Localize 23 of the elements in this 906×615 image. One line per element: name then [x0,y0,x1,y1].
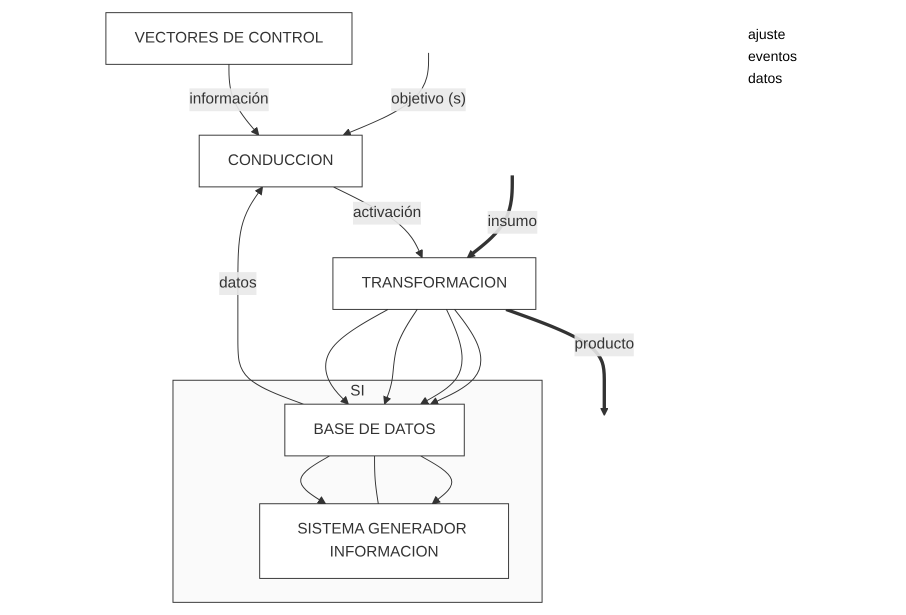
node-box: SISTEMA GENERADOR INFORMACION [259,503,510,579]
note-text: ajuste [748,26,786,42]
node-box: CONDUCCION [198,134,363,188]
arrow [325,308,388,405]
note-text: eventos [748,48,798,64]
arrow [332,186,423,258]
edge-label: datos [219,274,257,292]
edge-label: producto [574,336,634,352]
arrow [237,186,304,405]
connector [374,455,379,504]
node-box: VECTORES DE CONTROL [105,12,352,65]
note-text: datos [748,70,784,86]
edge-label: información [189,91,269,108]
edge-label: objetivo (s) [391,91,466,108]
arrow [300,455,330,504]
arrow [420,455,452,504]
arrow [383,308,418,405]
arrow [430,308,482,405]
edge-label: activación [353,204,422,221]
edge-label: insumo [488,214,537,230]
node-box: BASE DE DATOS [284,404,465,456]
arrow [420,308,463,405]
node-box: TRANSFORMACION [332,257,536,310]
